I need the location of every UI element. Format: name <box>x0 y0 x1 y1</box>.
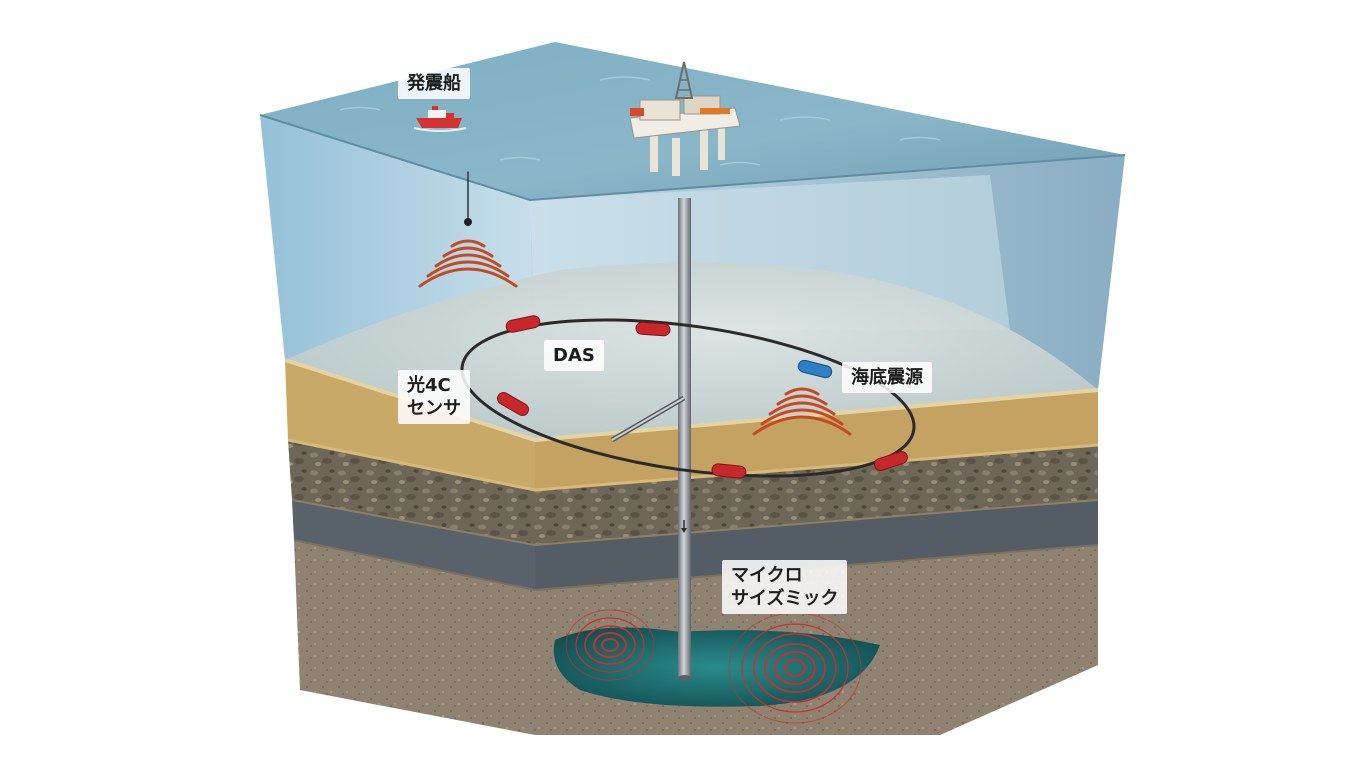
sound-wave-icon <box>418 171 518 288</box>
label-microseismic-line1: マイクロ <box>731 565 803 586</box>
optical-4c-sensors <box>496 315 908 479</box>
well-pipe <box>610 198 691 681</box>
offshore-platform-icon <box>629 61 741 176</box>
label-optical-4c-line1: 光4C <box>407 375 451 396</box>
seismic-vessel-icon <box>413 106 467 132</box>
label-seabed-source: 海底震源 <box>842 362 932 393</box>
das-cable-ring <box>460 318 916 478</box>
label-das: DAS <box>544 340 604 371</box>
label-optical-4c-line2: センサ <box>407 398 461 419</box>
label-seismic-vessel: 発震船 <box>398 68 470 99</box>
label-optical-4c-sensor: 光4C センサ <box>398 370 470 424</box>
source-sound-wave-icon <box>752 387 852 436</box>
label-seabed-source-text: 海底震源 <box>851 367 923 388</box>
label-microseismic-line2: サイズミック <box>731 588 839 609</box>
label-microseismic: マイクロ サイズミック <box>722 560 848 614</box>
label-das-text: DAS <box>553 345 595 366</box>
label-seismic-vessel-text: 発震船 <box>407 73 461 94</box>
seabed-source-device <box>797 359 833 379</box>
microseismic-ripple-icon <box>565 609 655 681</box>
